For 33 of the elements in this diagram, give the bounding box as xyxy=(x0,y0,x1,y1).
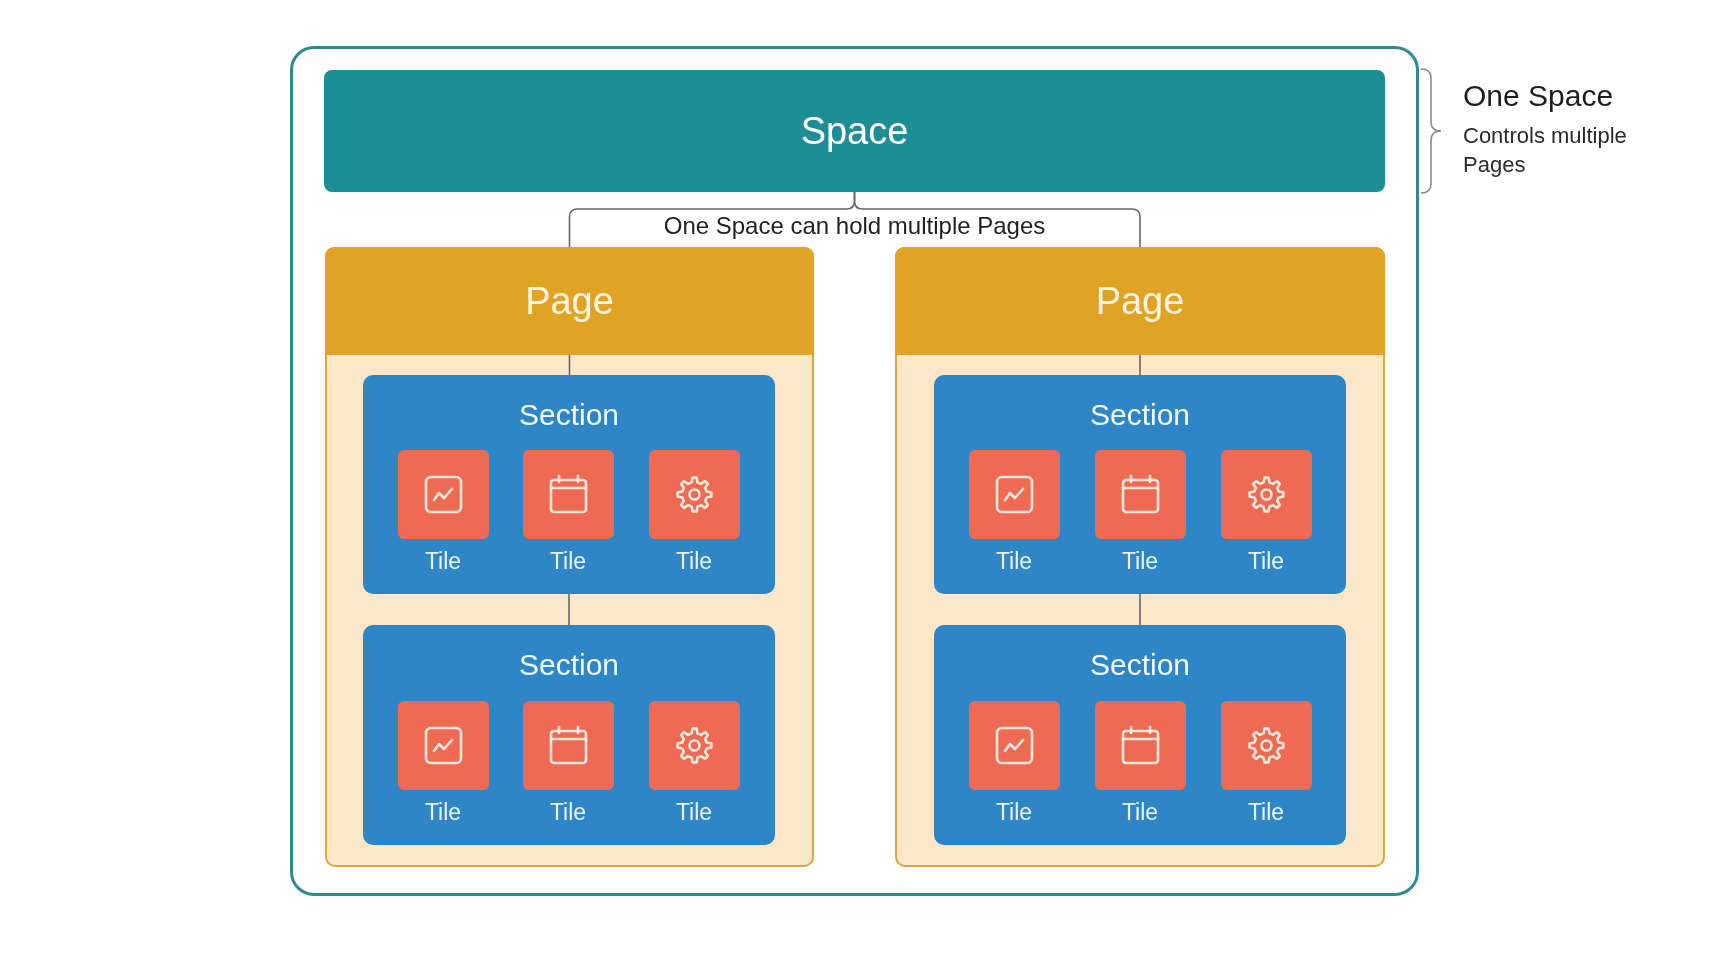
tile-label: Tile xyxy=(1247,799,1285,825)
outer-frame xyxy=(290,46,1419,896)
page-header: Page xyxy=(895,247,1385,355)
section-title: Section xyxy=(518,648,620,681)
section-title: Section xyxy=(1089,398,1191,431)
tile-label: Tile xyxy=(1247,548,1285,574)
connector-line xyxy=(568,354,571,376)
page-panel xyxy=(325,247,814,867)
annotation-text: Controls multiple Pages xyxy=(1463,122,1628,179)
section-title: Section xyxy=(518,398,620,431)
annotation-heading: One Space xyxy=(1463,78,1614,114)
space-bar: Space xyxy=(324,70,1385,192)
connector-line xyxy=(1139,593,1141,626)
tile-label: Tile xyxy=(549,799,587,825)
connector-line xyxy=(1139,354,1141,376)
section-panel xyxy=(934,625,1346,845)
tile-label: Tile xyxy=(675,548,713,574)
section-panel xyxy=(363,375,775,594)
tile-label: Tile xyxy=(549,548,587,574)
page-header: Page xyxy=(325,247,814,355)
tile-label: Tile xyxy=(995,799,1033,825)
tile-label: Tile xyxy=(424,799,462,825)
tile-label: Tile xyxy=(1121,548,1159,574)
page-panel xyxy=(895,247,1385,867)
connector-line xyxy=(853,191,1141,248)
tile-label: Tile xyxy=(1121,799,1159,825)
section-panel xyxy=(363,625,775,845)
tile-label: Tile xyxy=(995,548,1033,574)
section-title: Section xyxy=(1089,648,1191,681)
tile-label: Tile xyxy=(675,799,713,825)
tile-label: Tile xyxy=(424,548,462,574)
section-panel xyxy=(934,375,1346,594)
connector-line xyxy=(568,593,570,626)
